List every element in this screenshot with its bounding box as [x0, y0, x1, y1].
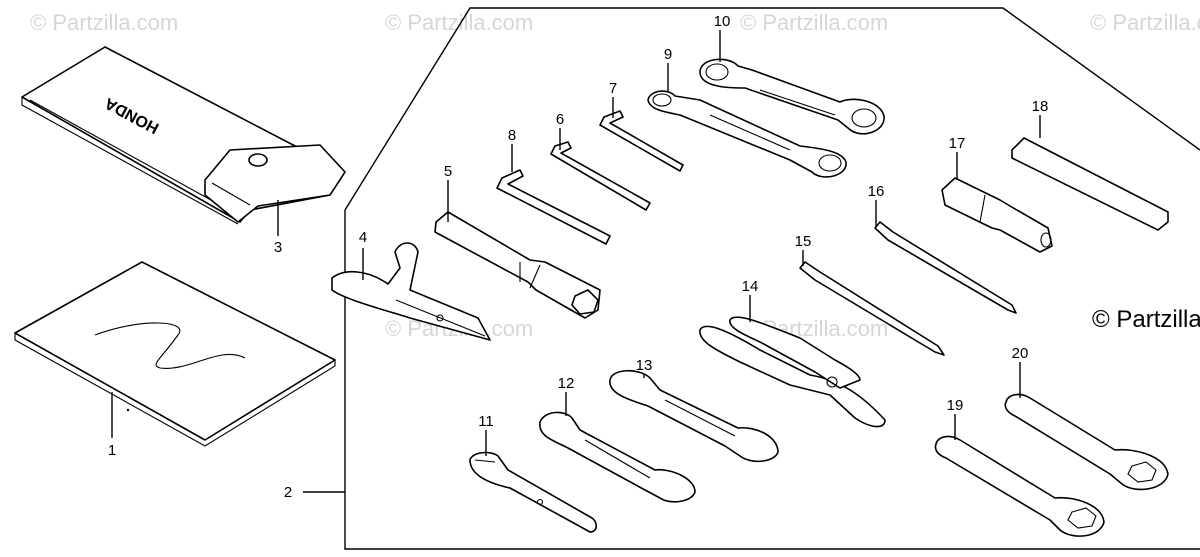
watermark-side: © Partzilla: [1092, 306, 1200, 333]
callout-13: 13: [636, 357, 653, 374]
tool-pouch: HONDA: [21, 46, 346, 225]
callout-7: 7: [609, 80, 617, 97]
callout-1: 1: [108, 442, 116, 459]
callout-20: 20: [1012, 345, 1029, 362]
callout-19: 19: [947, 397, 964, 414]
watermark: © Partzilla.com: [740, 10, 889, 35]
screwdriver-16: [874, 221, 1017, 314]
plug-wrench: [434, 211, 601, 319]
kit-frame-bottom: [344, 210, 1200, 550]
kit-frame-top: [344, 7, 1200, 211]
box-wrench-9: [647, 90, 847, 178]
screwdriver-handle: [941, 177, 1053, 253]
callout-3: 3: [274, 239, 282, 256]
callout-14: 14: [742, 278, 759, 295]
callout-2: 2: [284, 484, 292, 501]
open-wrench-11: [469, 451, 598, 533]
callout-8: 8: [508, 127, 516, 144]
leader-lines: [111, 30, 1041, 493]
hex-key-7: [599, 110, 684, 172]
callout-10: 10: [714, 13, 731, 30]
screwdriver-15: [799, 261, 945, 356]
callout-4: 4: [359, 229, 367, 246]
callout-16: 16: [868, 183, 885, 200]
pin-spanner: [331, 242, 491, 341]
callout-15: 15: [795, 233, 812, 250]
dot: [126, 408, 130, 412]
hex-key-8: [496, 169, 611, 245]
callout-12: 12: [558, 375, 575, 392]
callout-9: 9: [664, 46, 672, 63]
callout-17: 17: [949, 135, 966, 152]
open-wrench-12: [539, 411, 696, 503]
watermark: © Partzilla.com: [30, 10, 179, 35]
callout-5: 5: [444, 163, 452, 180]
callout-11: 11: [478, 413, 494, 430]
open-wrench-13: [609, 369, 779, 463]
callout-18: 18: [1032, 98, 1049, 115]
extension-bar: [1011, 137, 1169, 231]
ring-wrench-19: [934, 435, 1105, 537]
box-wrench-10: [699, 58, 885, 135]
callout-labels: 1 2 3 4 5 6 7 8 9 10 11 12 13 14 15 16 1…: [108, 13, 1049, 501]
hex-key-6: [550, 141, 651, 211]
owners-manual: [14, 261, 336, 447]
watermark: © Partzilla.com: [385, 10, 534, 35]
ring-wrench-20: [1004, 393, 1169, 491]
watermark: © Partzilla.com: [1090, 10, 1200, 35]
pliers: [699, 316, 886, 428]
callout-6: 6: [556, 111, 564, 128]
